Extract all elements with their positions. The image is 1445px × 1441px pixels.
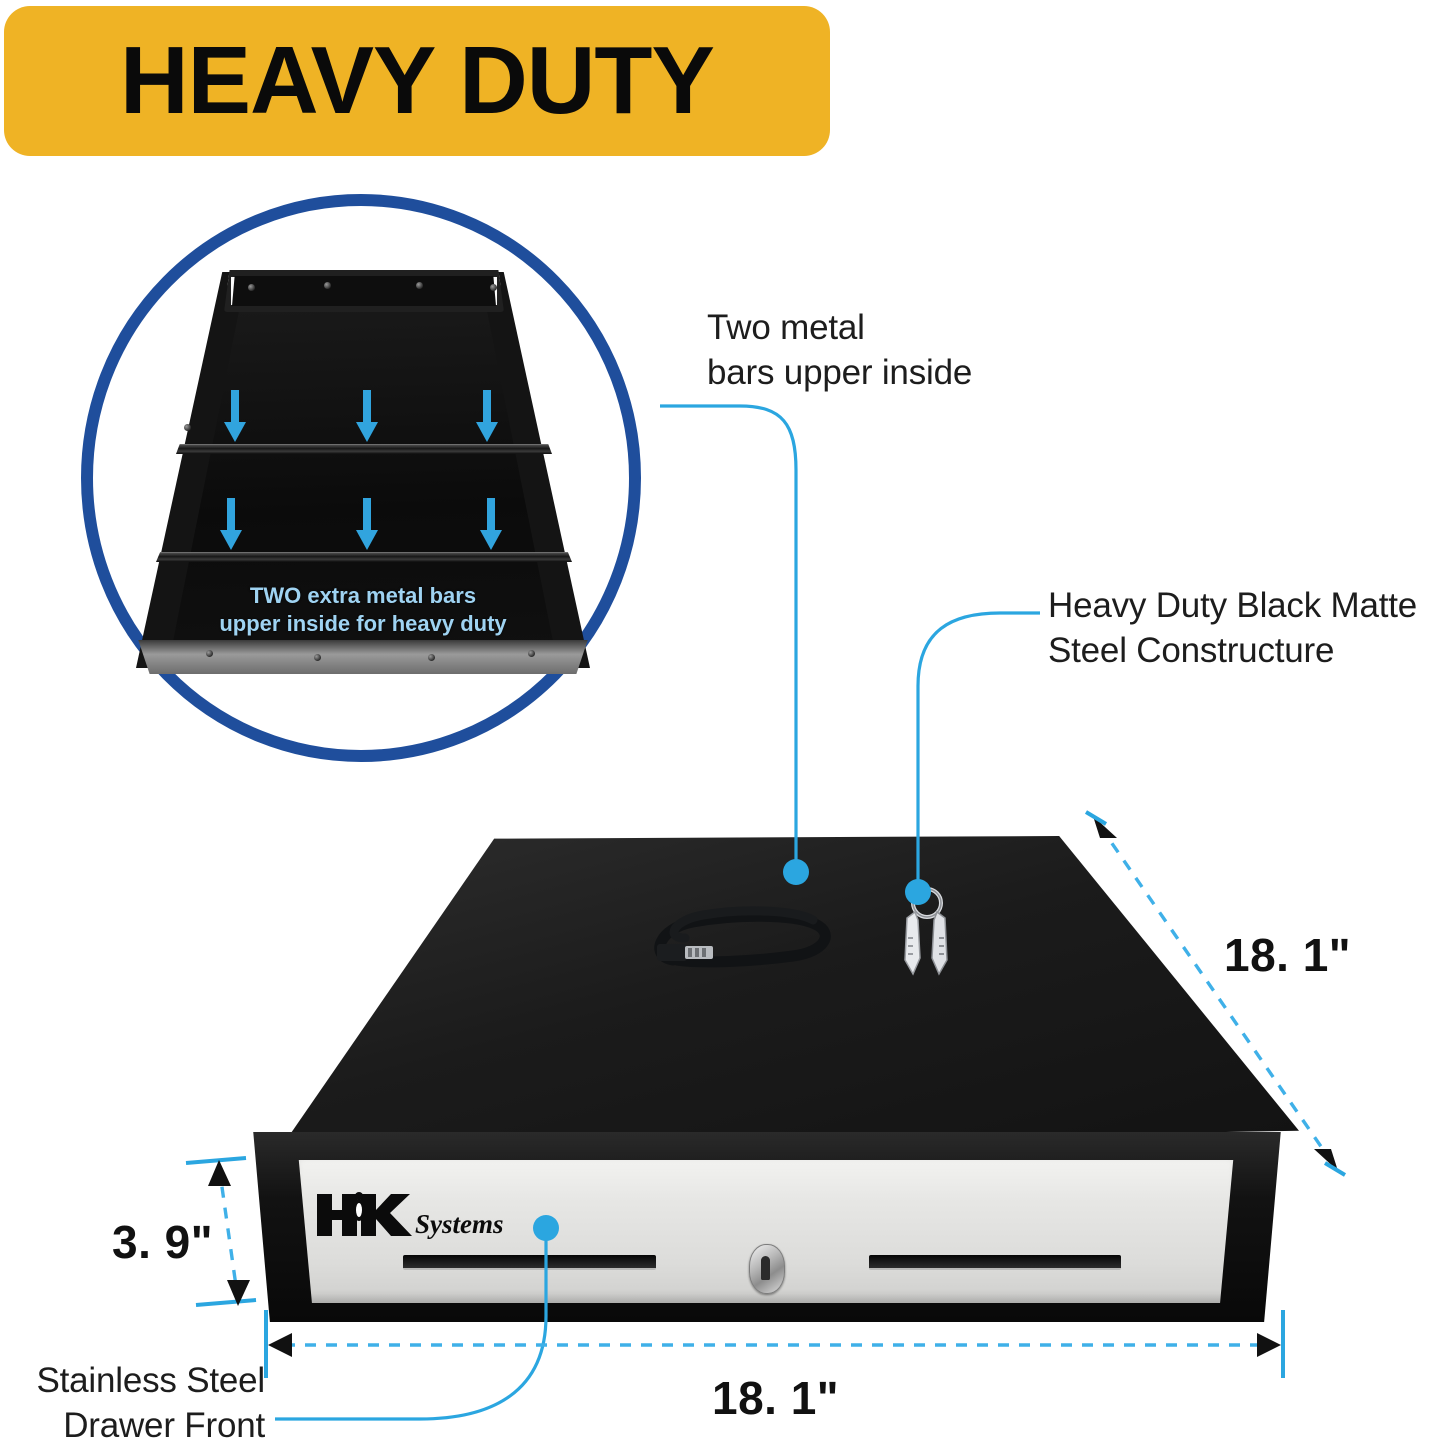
callout-label-black-matte-steel: Heavy Duty Black Matte Steel Constructur…: [1048, 586, 1418, 670]
metal-bar-lower: [156, 552, 572, 562]
drawer-top-surface: [280, 836, 1299, 1148]
metal-bar-upper: [176, 444, 552, 454]
inset-caption-line-2: upper inside for heavy duty: [219, 611, 507, 636]
down-arrow-icon: [224, 390, 246, 442]
drawer-interior-photo: TWO extra metal bars upper inside for he…: [128, 262, 598, 700]
dimension-label-width: 18. 1": [712, 1372, 840, 1424]
drawer-top-rim-opening: [232, 276, 496, 306]
screw: [324, 282, 331, 289]
screw: [416, 282, 423, 289]
dimension-label-height: 3. 9": [112, 1216, 214, 1268]
leader-two-metal-bars: [660, 404, 809, 885]
hk-systems-logo: Systems: [317, 1192, 504, 1239]
callout-label-stainless-steel-front: Stainless Steel Drawer Front: [36, 1361, 265, 1441]
drawer-handle-slot-left: [403, 1255, 656, 1270]
screw: [314, 654, 321, 661]
keys-accessory: [904, 887, 948, 976]
down-arrow-icon: [356, 498, 378, 550]
heavy-duty-banner-label: HEAVY DUTY: [120, 27, 715, 134]
screw: [184, 424, 191, 431]
screw: [206, 650, 213, 657]
drawer-shell-interior: [170, 284, 556, 656]
interior-detail-inset: TWO extra metal bars upper inside for he…: [78, 190, 644, 766]
down-arrow-icon: [476, 390, 498, 442]
cash-drawer-product-photo: Systems: [233, 836, 1299, 1346]
drawer-base-edge: [138, 640, 588, 674]
dimension-label-depth: 18. 1": [1224, 929, 1352, 981]
inset-caption-line-1: TWO extra metal bars: [249, 583, 477, 608]
drawer-shell: [128, 262, 598, 682]
callout-label-two-metal-bars: Two metal bars upper inside: [707, 308, 973, 392]
down-arrow-icon: [220, 498, 242, 550]
screw: [248, 284, 255, 291]
screw: [528, 650, 535, 657]
screw: [490, 284, 497, 291]
inset-circle-outline: [81, 194, 641, 762]
heavy-duty-banner: HEAVY DUTY: [4, 6, 830, 156]
down-arrow-icon: [480, 498, 502, 550]
key-lock-cylinder: [749, 1244, 785, 1294]
screw: [428, 654, 435, 661]
cable-accessory: [654, 906, 831, 968]
logo-suffix-text: Systems: [415, 1209, 504, 1239]
drawer-handle-slot-right: [869, 1255, 1121, 1270]
down-arrow-icon: [356, 390, 378, 442]
inset-caption: TWO extra metal bars upper inside for he…: [128, 582, 598, 638]
